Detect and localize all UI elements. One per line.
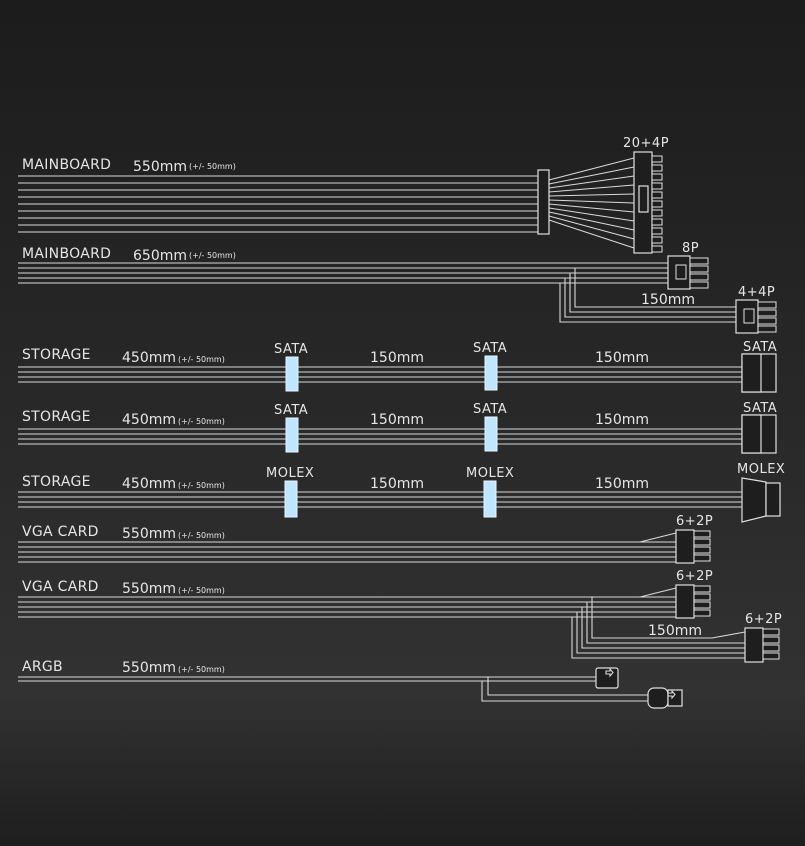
connector-latch	[638, 185, 649, 213]
cable-vga-2: VGA CARD 550mm (+/- 50mm) 6+2P 6+2P 150m…	[18, 569, 782, 663]
connector-label-molex: MOLEX	[466, 466, 514, 481]
molex-end-connector	[741, 477, 767, 523]
sata-end-connector-body	[741, 414, 762, 454]
wire-bundle	[18, 532, 677, 563]
cable-tolerance: (+/- 50mm)	[189, 251, 236, 260]
cable-vga-1: VGA CARD 550mm (+/- 50mm) 6+2P	[18, 514, 713, 564]
cable-storage-sata-2: STORAGE 450mm (+/- 50mm) SATA 150mm SATA…	[18, 401, 777, 454]
segment-length: 150mm	[595, 476, 649, 492]
cable-storage-molex: STORAGE 450mm (+/- 50mm) MOLEX 150mm MOL…	[18, 462, 785, 523]
cable-length: 450mm	[122, 350, 176, 366]
connector-label-pcie: 6+2P	[745, 612, 782, 627]
segment-length: 150mm	[370, 412, 424, 428]
connector-label-sata: SATA	[473, 402, 507, 417]
wire-bundle	[18, 366, 742, 383]
cable-tolerance: (+/- 50mm)	[178, 531, 225, 540]
cable-label: MAINBOARD	[22, 246, 111, 262]
molex-inline-connector	[284, 480, 298, 518]
cable-label: MAINBOARD	[22, 157, 111, 173]
wire-bundle	[18, 587, 746, 659]
connector-label-sata: SATA	[274, 342, 308, 357]
connector-label-4plus4pin: 4+4P	[738, 285, 775, 300]
wire-bundle	[18, 491, 742, 508]
sata-inline-connector	[285, 417, 299, 453]
connector-label-sata: SATA	[473, 341, 507, 356]
connector-label-24pin: 20+4P	[623, 136, 669, 151]
argb-male-connector	[647, 687, 669, 709]
cable-length: 550mm	[122, 526, 176, 542]
connector-pins	[762, 628, 780, 660]
cable-tolerance: (+/- 50mm)	[178, 665, 225, 674]
cable-tolerance: (+/- 50mm)	[189, 162, 236, 171]
cable-clip	[537, 169, 550, 235]
cable-tolerance: (+/- 50mm)	[178, 355, 225, 364]
cable-label: VGA CARD	[22, 524, 99, 540]
arrow-icon	[667, 689, 676, 700]
connector-label-8pin: 8P	[682, 241, 699, 256]
wire-bundle	[18, 428, 742, 445]
molex-inline-connector	[483, 480, 497, 518]
pcie-6plus2-connector	[675, 584, 695, 619]
wire-bundle	[18, 262, 736, 323]
molex-end-connector-body	[765, 482, 781, 517]
cable-mainboard-cpu: MAINBOARD 650mm (+/- 50mm) 8P 4+4P 150mm	[18, 241, 777, 334]
connector-pins	[675, 257, 709, 289]
cable-mainboard-24pin: MAINBOARD 550mm (+/- 50mm) 20+4P	[18, 136, 669, 254]
connector-pins	[693, 530, 711, 562]
wire-bundle	[18, 676, 648, 702]
connector-label-sata: SATA	[274, 403, 308, 418]
cable-length: 650mm	[133, 248, 187, 264]
cable-label: VGA CARD	[22, 579, 99, 595]
cable-length: 450mm	[122, 476, 176, 492]
argb-male-connector-head	[667, 689, 683, 707]
connector-pins	[743, 301, 777, 333]
cable-length: 550mm	[122, 581, 176, 597]
cable-length: 550mm	[122, 660, 176, 676]
segment-length: 150mm	[370, 350, 424, 366]
cable-label: STORAGE	[22, 409, 91, 425]
cable-argb: ARGB 550mm (+/- 50mm)	[18, 659, 683, 709]
connector-label-molex: MOLEX	[266, 466, 314, 481]
connector-label-sata: SATA	[743, 340, 777, 355]
connector-label-sata: SATA	[743, 401, 777, 416]
connector-pins	[693, 585, 711, 617]
connector-label-pcie: 6+2P	[676, 569, 713, 584]
pcie-6plus2-connector	[675, 529, 695, 564]
cable-length: 550mm	[133, 159, 187, 175]
cable-length: 450mm	[122, 412, 176, 428]
sata-inline-connector	[484, 355, 498, 391]
split-length: 150mm	[641, 292, 695, 308]
wire-bundle	[18, 157, 635, 249]
cable-label: STORAGE	[22, 474, 91, 490]
connector-label-pcie: 6+2P	[676, 514, 713, 529]
segment-length: 150mm	[595, 350, 649, 366]
sata-end-connector-body	[741, 353, 762, 393]
cable-label: ARGB	[22, 659, 63, 675]
split-length: 150mm	[648, 623, 702, 639]
pcie-6plus2-connector-secondary	[744, 627, 764, 663]
connector-label-molex: MOLEX	[737, 462, 785, 477]
segment-length: 150mm	[370, 476, 424, 492]
arrow-icon	[605, 667, 614, 678]
cable-tolerance: (+/- 50mm)	[178, 417, 225, 426]
cable-tolerance: (+/- 50mm)	[178, 586, 225, 595]
cable-label: STORAGE	[22, 347, 91, 363]
cable-storage-sata-1: STORAGE 450mm (+/- 50mm) SATA 150mm SATA…	[18, 340, 777, 393]
sata-inline-connector	[285, 356, 299, 392]
connector-pins	[651, 155, 663, 253]
segment-length: 150mm	[595, 412, 649, 428]
sata-inline-connector	[484, 416, 498, 452]
cable-tolerance: (+/- 50mm)	[178, 481, 225, 490]
